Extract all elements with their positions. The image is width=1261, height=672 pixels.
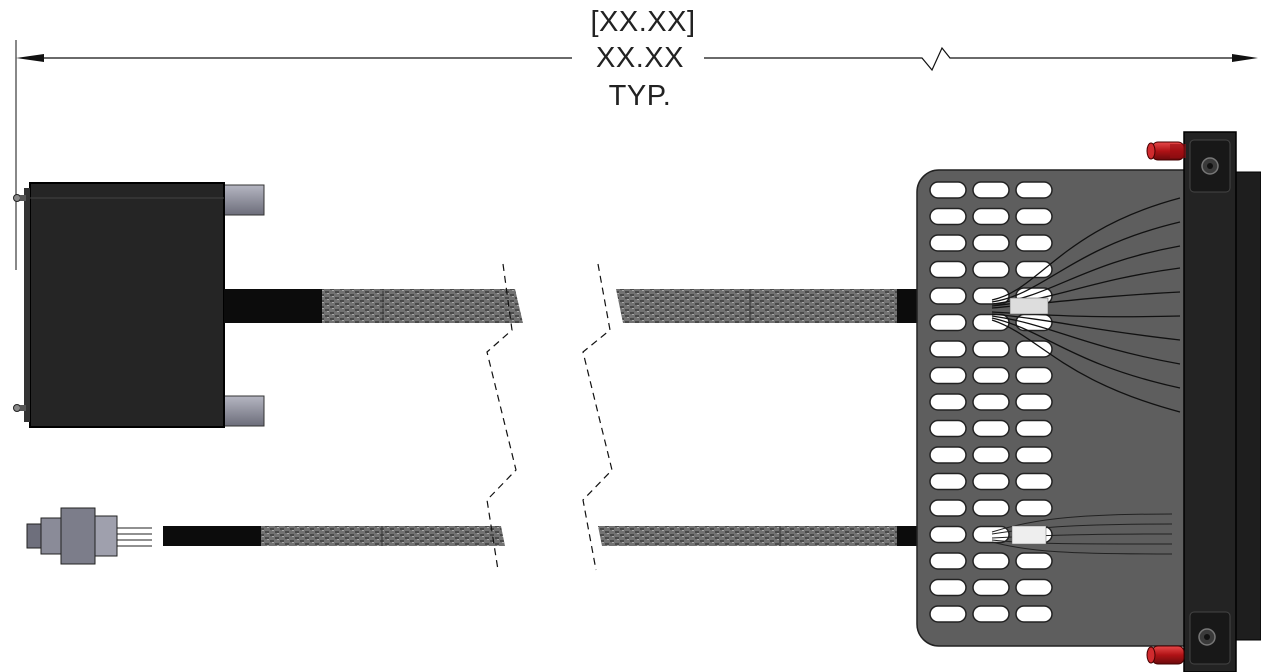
dimension-value: XX.XX xyxy=(578,42,702,74)
panel-slot xyxy=(929,260,967,279)
panel-slot xyxy=(929,499,967,517)
panel-slot xyxy=(972,419,1010,438)
panel-slot xyxy=(972,472,1010,491)
panel-slot xyxy=(1015,472,1053,491)
backshell-connector xyxy=(13,182,265,428)
panel-slot xyxy=(1015,446,1053,464)
panel-slot xyxy=(929,446,967,464)
panel-slot xyxy=(1015,181,1053,199)
panel-slot xyxy=(972,525,1010,544)
dimension-line xyxy=(15,40,1258,270)
red-post-bottom xyxy=(1146,645,1185,665)
panel-slot xyxy=(929,393,967,411)
panel-slot xyxy=(929,340,967,358)
panel-slot xyxy=(1015,393,1053,411)
panel-slot xyxy=(1015,499,1053,517)
panel-slot xyxy=(929,525,967,544)
panel-slot xyxy=(972,181,1010,199)
panel-slots xyxy=(929,181,1053,623)
panel-slot xyxy=(1015,578,1053,597)
panel-slot xyxy=(1015,260,1053,279)
panel-slot xyxy=(972,260,1010,279)
panel-slot xyxy=(972,552,1010,570)
upper-cable xyxy=(224,289,992,323)
lower-wire-fanout xyxy=(991,513,1173,555)
inline-plug xyxy=(26,507,152,565)
panel-slot xyxy=(929,552,967,570)
lower-cable xyxy=(163,526,992,546)
panel-slot xyxy=(929,472,967,491)
d-sub-connector xyxy=(1183,131,1261,672)
dimension-note: TYP. xyxy=(600,80,680,112)
panel-slot xyxy=(929,578,967,597)
panel-slot xyxy=(929,207,967,226)
panel-slot xyxy=(972,499,1010,517)
panel-slot xyxy=(1015,234,1053,252)
panel-slot xyxy=(972,207,1010,226)
red-post-top xyxy=(1146,141,1186,161)
dimension-ref-value: [XX.XX] xyxy=(588,6,698,38)
panel-slot xyxy=(1015,340,1053,358)
panel-slot xyxy=(972,313,1010,332)
panel-slot xyxy=(929,366,967,385)
panel-slot xyxy=(929,287,967,305)
panel-slot xyxy=(972,578,1010,597)
panel-slot xyxy=(972,366,1010,385)
mounting-panel xyxy=(916,169,1218,647)
panel-slot xyxy=(1015,419,1053,438)
break-lines xyxy=(486,263,613,571)
panel-slot xyxy=(972,393,1010,411)
panel-slot xyxy=(972,340,1010,358)
panel-slot xyxy=(1015,552,1053,570)
panel-slot xyxy=(929,181,967,199)
panel-slot xyxy=(929,419,967,438)
panel-slot xyxy=(1015,605,1053,623)
panel-slot xyxy=(929,313,967,332)
panel-slot xyxy=(929,234,967,252)
panel-slot xyxy=(972,605,1010,623)
panel-slot xyxy=(972,234,1010,252)
panel-slot xyxy=(1015,207,1053,226)
panel-slot xyxy=(929,605,967,623)
panel-slot xyxy=(972,446,1010,464)
panel-slot xyxy=(1015,366,1053,385)
upper-wire-fanout xyxy=(991,197,1181,413)
